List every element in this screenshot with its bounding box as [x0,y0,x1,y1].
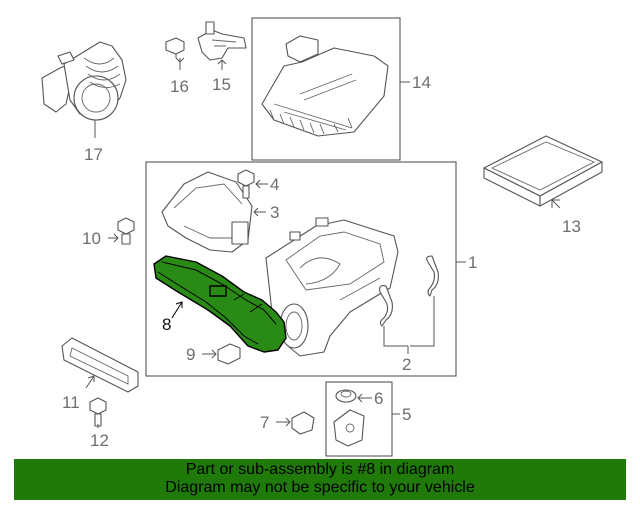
info-banner: Part or sub-assembly is #8 in diagram Di… [14,459,626,500]
part-11-bracket[interactable] [61,337,139,393]
callout-4: 4 [270,175,279,194]
callout-15: 15 [212,75,231,94]
callout-14: 14 [412,73,431,92]
part-15-sensor[interactable] [197,21,247,70]
part-7-bolt[interactable] [276,411,315,435]
callout-3: 3 [270,203,279,222]
part-3-resonator[interactable] [161,171,266,253]
part-6b-bracket[interactable] [333,409,365,447]
callout-2: 2 [402,355,411,374]
callout-1: 1 [468,253,477,272]
callout-10: 10 [82,229,101,248]
part-12-bolt[interactable] [89,397,107,428]
callout-8: 8 [162,315,171,334]
part-10-bolt[interactable] [108,217,135,245]
callout-13: 13 [562,217,581,236]
callout-12: 12 [90,431,109,450]
part-2-clips[interactable] [379,255,439,354]
callout-16: 16 [170,77,189,96]
part-14-cover-box[interactable] [251,17,410,161]
callout-17: 17 [84,145,103,164]
part-17-intake-duct[interactable] [41,41,127,138]
callout-6: 6 [374,389,383,408]
assembly-5-box[interactable] [325,381,400,457]
part-4-bolt[interactable] [237,169,268,199]
part-9-bolt[interactable] [202,343,241,365]
part-1-housing[interactable] [265,217,399,357]
part-6-grommet[interactable] [335,389,372,403]
part-13-filter[interactable] [483,135,603,209]
callout-5: 5 [402,405,411,424]
part-8-air-duct-highlighted[interactable] [153,255,287,353]
banner-line-1: Part or sub-assembly is #8 in diagram [185,461,455,478]
banner-line-2: Diagram may not be specific to your vehi… [165,479,475,496]
callout-11: 11 [62,393,80,412]
part-16-bolt[interactable] [165,37,185,70]
assembly-1-box [145,161,457,377]
callout-9: 9 [186,345,195,364]
callout-7: 7 [260,413,269,432]
